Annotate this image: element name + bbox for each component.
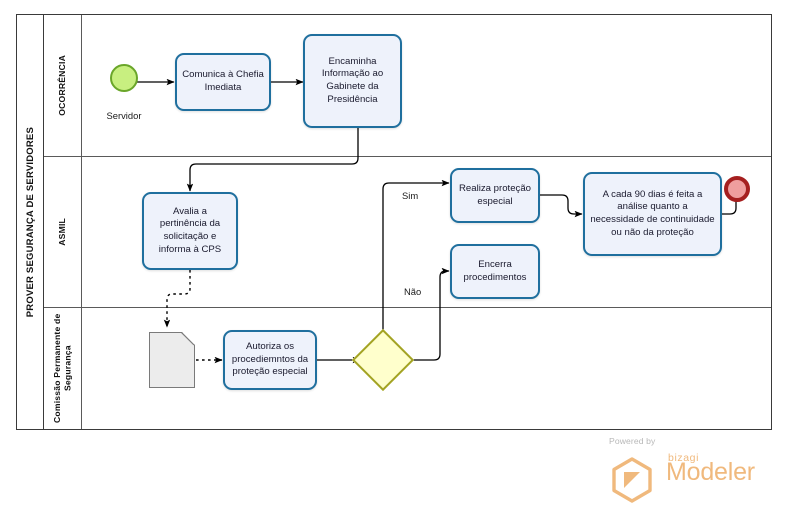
document-fold-line (181, 332, 195, 346)
task-encerra-procedimentos[interactable]: Encerra procedimentos (450, 244, 540, 299)
lane-label-ocorrencia: OCORRÊNCIA (44, 15, 82, 156)
document-artifact[interactable] (149, 332, 195, 388)
lane-comissao-permanente-seguranca: Comissão Permanente de Segurança (44, 308, 771, 429)
watermark-powered-by: Powered by (609, 436, 656, 446)
flow-label-nao: Não (404, 286, 422, 297)
end-event[interactable] (724, 176, 750, 202)
task-analise-90-dias[interactable]: A cada 90 dias é feita a análise quanto … (583, 172, 722, 256)
document-fold-icon (182, 332, 195, 345)
lane-ocorrencia: OCORRÊNCIA (44, 15, 771, 157)
task-avalia-pertinencia-solicitacao[interactable]: Avalia a pertinência da solicitação e in… (142, 192, 238, 270)
bizagi-hexagon-logo-icon (612, 457, 652, 503)
lane-label-asmil: ASMIL (44, 157, 82, 307)
start-event[interactable] (110, 64, 138, 92)
pool-title-label: PROVER SEGURANÇA DE SERVIDORES (24, 126, 36, 318)
task-autoriza-procedimentos-protecao[interactable]: Autoriza os procediemntos da proteção es… (223, 330, 317, 390)
task-comunica-chefia-imediata[interactable]: Comunica à Chefia Imediata (175, 53, 271, 111)
start-event-label: Servidor (106, 110, 142, 121)
task-realiza-protecao-especial[interactable]: Realiza proteção especial (450, 168, 540, 223)
task-encaminha-informacao-gabinete[interactable]: Encaminha Informação ao Gabinete da Pres… (303, 34, 402, 128)
bizagi-modeler-watermark: Powered by bizagi Modeler (600, 436, 775, 506)
flow-label-sim: Sim (402, 190, 419, 201)
watermark-product: Modeler (666, 458, 755, 486)
lane-label-comissao: Comissão Permanente de Segurança (44, 308, 82, 429)
watermark-brand: bizagi (668, 452, 700, 464)
pool-title: PROVER SEGURANÇA DE SERVIDORES (17, 15, 44, 429)
